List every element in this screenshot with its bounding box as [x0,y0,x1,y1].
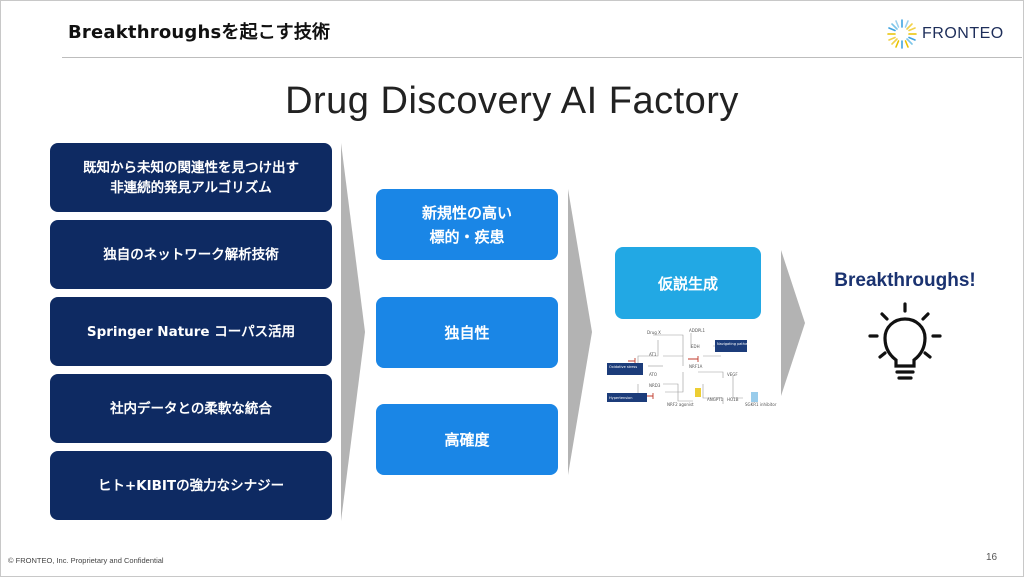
input-box-corpus: Springer Nature コーパス活用 [50,297,332,366]
breakthroughs-label: Breakthroughs! [834,270,976,291]
page-number: 16 [986,552,998,563]
fronteo-logo: FRONTEO [886,16,1016,52]
feature-box-label: 独自性 [444,323,490,342]
feature-box-label-line2: 標的・疾患 [429,227,505,246]
diagram-label: ANGPT1 [707,397,724,402]
footer-copyright: © FRONTEO, Inc. Proprietary and Confiden… [8,556,164,565]
diagram-label: NRF1A [689,364,703,369]
input-box-integration: 社内データとの柔軟な統合 [50,374,332,443]
input-box-label: 社内データとの柔軟な統合 [110,400,272,417]
feature-box-novelty: 新規性の高い標的・疾患 [376,189,558,260]
input-box-label-line1: 既知から未知の関連性を見つけ出す [83,159,299,176]
diagram-label: Drug X [647,330,661,335]
flow-arrow-1 [341,143,365,521]
diagram-label: ADDPL1 [689,328,706,333]
diagram-label: AT1 [649,352,657,357]
hypothesis-generation-box: 仮説生成 [615,247,761,319]
logo-wordmark: FRONTEO [922,25,1004,42]
starburst-icon [887,19,917,49]
diagram-label: VEGF [727,372,738,377]
input-box-synergy: ヒト+KIBITの強力なシナジー [50,451,332,520]
diagram-node-oxidative [607,363,643,375]
diagram-flask-icon [751,392,758,402]
input-box-label-line2: 非連続的発見アルゴリズム [110,179,272,196]
diagram-label: ATO [649,372,657,377]
diagram-label: NRD3 [649,383,661,388]
diagram-label: HO1B [727,397,739,402]
header-divider [62,57,1022,58]
input-box-label: ヒト+KIBITの強力なシナジー [97,477,285,494]
page-title: Drug Discovery AI Factory [285,80,739,122]
slide-header-title: Breakthroughsを起こす技術 [68,22,331,43]
feature-box-accuracy: 高確度 [376,404,558,475]
pathway-diagram: Drug X ADDPL1 EDH Navigating pathway AT1… [607,328,777,407]
input-box-label: Springer Nature コーパス活用 [86,323,296,340]
hypothesis-label: 仮説生成 [657,274,718,293]
diagram-label: SGKR1 inhibitor [745,402,777,407]
feature-box-label-line1: 新規性の高い [421,203,512,222]
input-box-algorithm: 既知から未知の関連性を見つけ出す非連続的発見アルゴリズム [50,143,332,212]
diagram-label: EDH [691,344,700,349]
diagram-node-hypertension [607,393,647,402]
diagram-label: NRF2 agonist [667,402,694,407]
lightbulb-icon [868,302,942,380]
input-box-network: 独自のネットワーク解析技術 [50,220,332,289]
diagram-label: Hypertension [609,396,632,400]
diagram-label: Navigating pathway [717,342,752,346]
flow-arrow-3 [781,250,805,396]
diagram-molecule-icon [695,388,701,397]
input-box-label: 独自のネットワーク解析技術 [103,246,279,263]
flow-arrow-2 [568,189,592,475]
diagram-label: Oxidative stress [609,365,637,369]
feature-box-uniqueness: 独自性 [376,297,558,368]
diagram-node-pathway [715,340,747,352]
feature-box-label: 高確度 [444,430,490,449]
